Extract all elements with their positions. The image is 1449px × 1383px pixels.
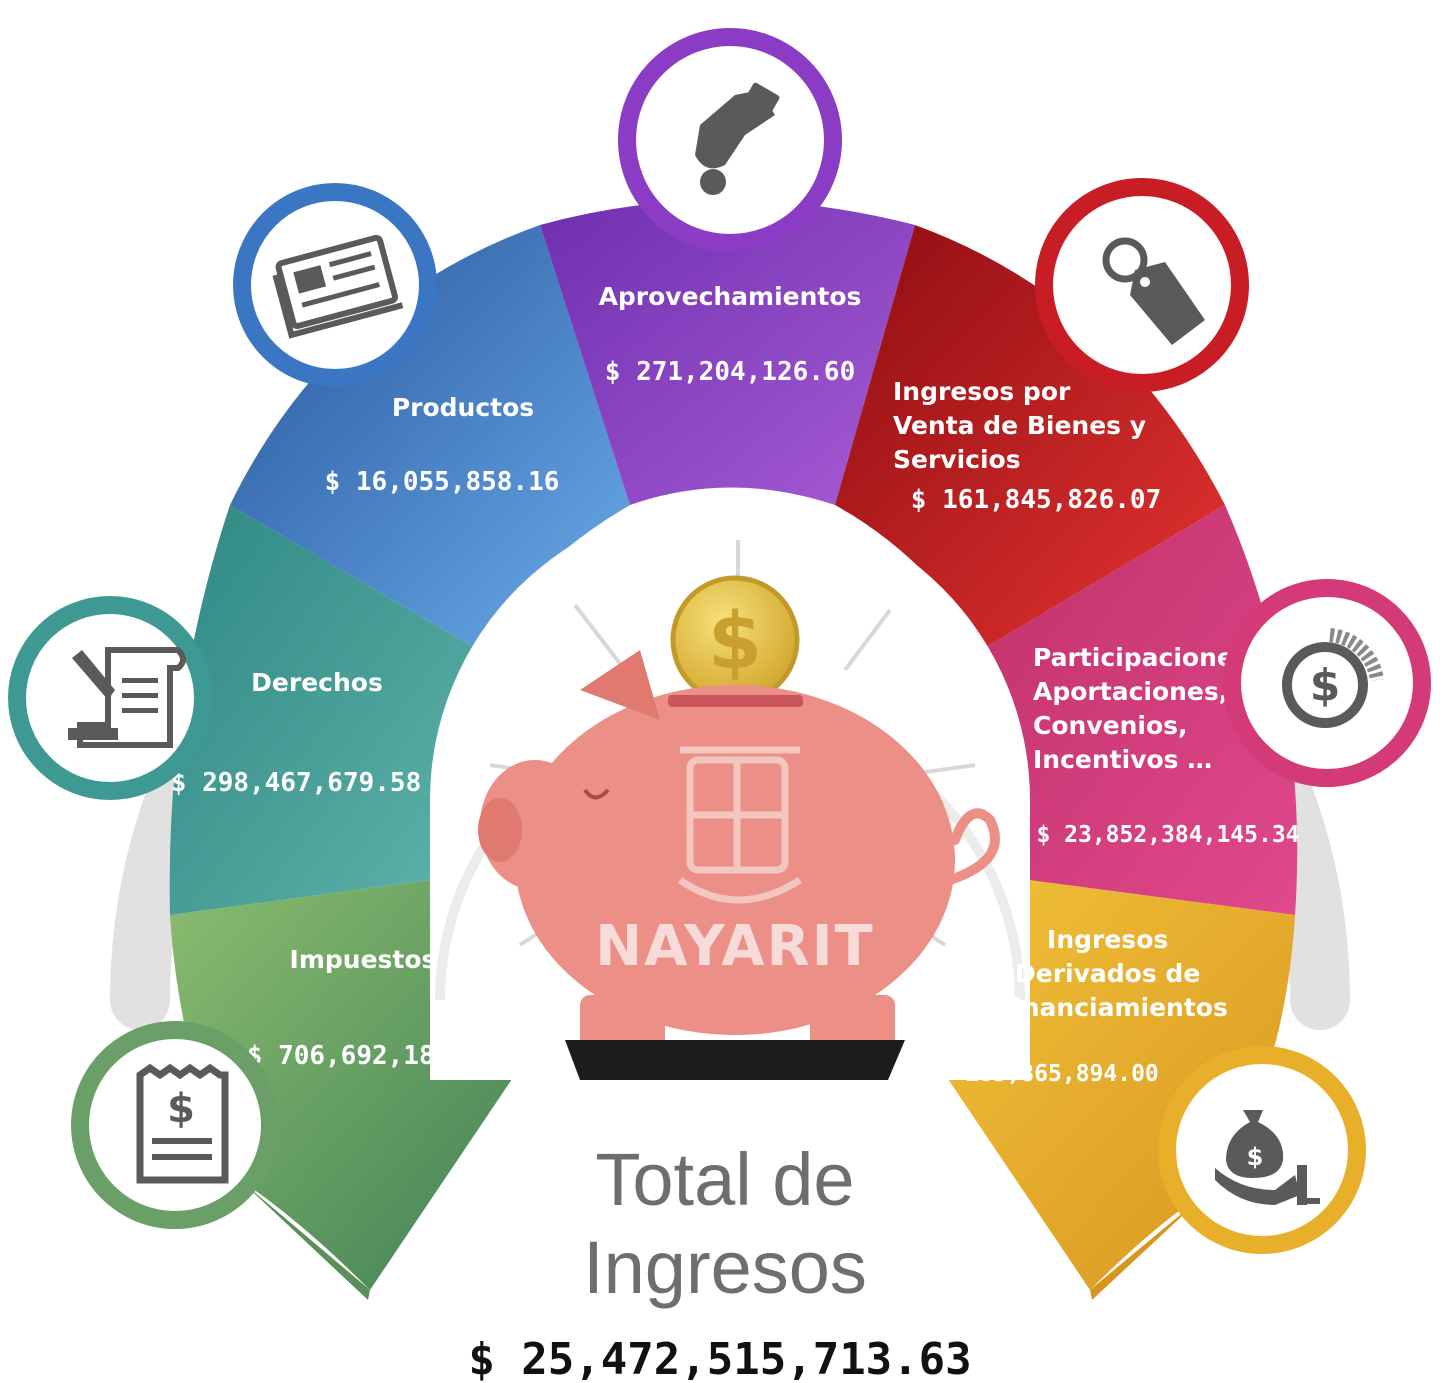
value-derechos: $ 298,467,679.58 bbox=[171, 768, 421, 798]
segment-aprovechamientos bbox=[540, 200, 915, 505]
label-impuestos: Impuestos bbox=[290, 945, 437, 974]
icon-circles: $ $ $ bbox=[8, 28, 1431, 1254]
segment-labels: Impuestos $ 706,692,183.88 Derechos $ 29… bbox=[171, 282, 1300, 1087]
label-derechos: Derechos bbox=[251, 668, 383, 697]
price-tag-icon bbox=[1102, 237, 1205, 345]
circle-impuestos: $ bbox=[71, 1021, 279, 1229]
pointer-left bbox=[240, 1180, 370, 1300]
circle-participaciones: $ bbox=[1223, 579, 1431, 787]
total-title-line-1: Total de bbox=[595, 1138, 854, 1221]
money-bag-hand-icon: $ bbox=[1215, 1110, 1320, 1205]
svg-text:$: $ bbox=[708, 597, 762, 687]
label-venta: Ingresos por Venta de Bienes y Servicios bbox=[893, 377, 1155, 474]
circle-venta bbox=[1035, 178, 1249, 392]
svg-text:$: $ bbox=[1310, 660, 1341, 711]
segment-derechos bbox=[169, 505, 475, 915]
value-venta: $ 161,845,826.07 bbox=[911, 485, 1161, 515]
pointer-right bbox=[1090, 1190, 1210, 1300]
circle-productos bbox=[233, 183, 437, 387]
label-aprovechamientos: Aprovechamientos bbox=[599, 282, 862, 311]
total-block: Total de Ingresos $ 25,472,515,713.63 bbox=[468, 1138, 971, 1383]
brand-name: NAYARIT bbox=[595, 914, 875, 979]
center-hub: $ NAYARIT bbox=[430, 500, 1030, 1080]
svg-text:$: $ bbox=[1247, 1143, 1264, 1171]
label-participaciones: Participaciones Aportaciones, Convenios,… bbox=[1033, 643, 1257, 774]
value-financiamientos: $ 165,865,894.00 bbox=[937, 1061, 1159, 1087]
coin-icon: $ bbox=[670, 575, 800, 705]
circle-financiamientos: $ bbox=[1158, 1046, 1366, 1254]
receipt-dollar-icon: $ bbox=[136, 1063, 229, 1184]
document-sign-icon bbox=[68, 647, 186, 748]
dollar-cycle-icon: $ bbox=[1282, 628, 1384, 728]
value-productos: $ 16,055,858.16 bbox=[325, 467, 560, 497]
segment-venta bbox=[835, 225, 1225, 648]
base-stand bbox=[565, 1040, 905, 1080]
segment-participaciones bbox=[985, 505, 1298, 915]
label-financiamientos: Ingresos Derivados de Financiamientos bbox=[996, 925, 1228, 1022]
svg-text:$: $ bbox=[167, 1086, 195, 1132]
value-participaciones: $ 23,852,384,145.34 bbox=[1036, 822, 1299, 848]
value-impuestos: $ 706,692,183.88 bbox=[247, 1041, 497, 1071]
circle-aprovechamientos bbox=[618, 28, 842, 252]
value-aprovechamientos: $ 271,204,126.60 bbox=[605, 357, 855, 387]
circle-derechos bbox=[8, 596, 212, 800]
total-value: $ 25,472,515,713.63 bbox=[468, 1334, 971, 1383]
label-productos: Productos bbox=[392, 393, 534, 422]
total-title-line-2: Ingresos bbox=[583, 1226, 867, 1309]
segment-productos bbox=[230, 225, 630, 648]
coat-of-arms-icon bbox=[677, 746, 802, 904]
piggy-bank-icon: NAYARIT bbox=[478, 650, 1000, 1050]
hand-coin-icon bbox=[695, 82, 780, 195]
newspaper-icon bbox=[272, 234, 404, 339]
